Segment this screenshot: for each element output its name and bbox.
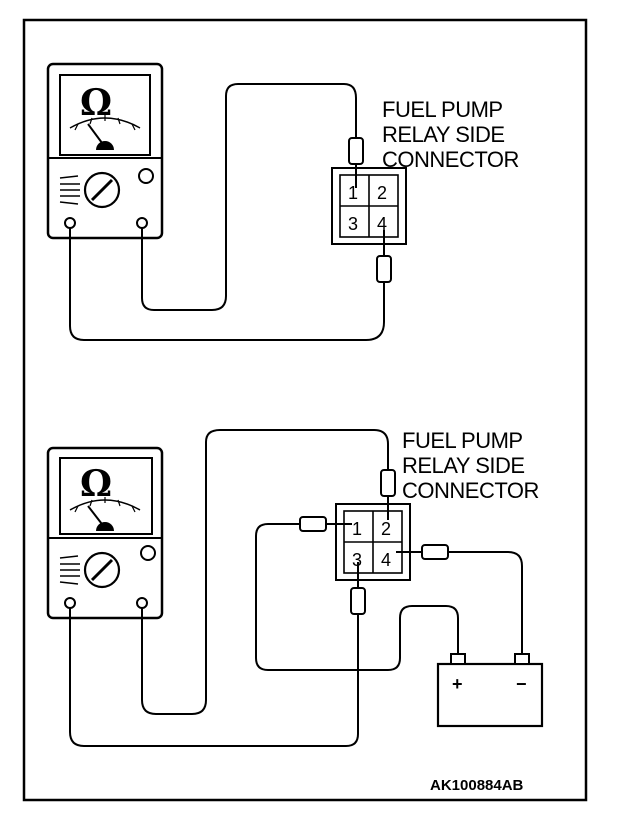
pin-2: 2 bbox=[377, 183, 387, 203]
range-scale-icon bbox=[59, 175, 80, 205]
pin-1: 1 bbox=[348, 183, 358, 203]
zero-adjust-knob bbox=[138, 168, 154, 184]
svg-text:CONNECTOR: CONNECTOR bbox=[382, 147, 519, 172]
probe-1 bbox=[348, 137, 364, 188]
battery-positive-sign: + bbox=[452, 674, 463, 694]
diagram-border bbox=[22, 18, 588, 802]
test-jack-2b bbox=[136, 597, 148, 609]
image-code: AK100884AB bbox=[430, 777, 524, 794]
probe-2 bbox=[376, 230, 392, 283]
svg-text:FUEL PUMP: FUEL PUMP bbox=[402, 428, 523, 453]
pin-3: 3 bbox=[348, 214, 358, 234]
test-jack-2a bbox=[64, 597, 76, 609]
svg-text:CONNECTOR: CONNECTOR bbox=[402, 478, 539, 503]
probe-pin-3 bbox=[350, 562, 366, 615]
ohm-symbol-icon: Ω bbox=[80, 463, 112, 505]
panel-1: Ω 1 2 3 4 bbox=[46, 62, 519, 341]
pin-1: 1 bbox=[352, 519, 362, 539]
test-lead-wires-2 bbox=[69, 429, 523, 747]
probe-pin-2 bbox=[380, 469, 396, 520]
battery-negative-terminal bbox=[514, 653, 530, 665]
pin-2: 2 bbox=[381, 519, 391, 539]
ohmmeter-1-display bbox=[59, 74, 151, 156]
probe-pin-4 bbox=[396, 544, 449, 560]
panel-2: Ω 1 2 3 4 bbox=[46, 428, 544, 747]
battery-positive-terminal bbox=[450, 653, 466, 665]
battery: + − bbox=[436, 653, 544, 728]
svg-text:RELAY SIDE: RELAY SIDE bbox=[402, 453, 525, 478]
ohm-symbol-icon: Ω bbox=[80, 82, 112, 124]
test-jack-1b bbox=[136, 217, 148, 229]
svg-text:RELAY SIDE: RELAY SIDE bbox=[382, 122, 505, 147]
pin-4: 4 bbox=[377, 214, 387, 234]
pin-4: 4 bbox=[381, 550, 391, 570]
test-jack-1a bbox=[64, 217, 76, 229]
probe-pin-1 bbox=[299, 516, 352, 532]
pin-3: 3 bbox=[352, 550, 362, 570]
ohmmeter-2-display bbox=[59, 457, 153, 535]
connector-label-1: FUEL PUMP RELAY SIDE CONNECTOR bbox=[382, 97, 519, 172]
range-scale-icon bbox=[59, 555, 80, 585]
zero-adjust-knob bbox=[140, 545, 156, 561]
ohmmeter-2: Ω bbox=[46, 446, 164, 620]
ohmmeter-1: Ω bbox=[46, 62, 164, 240]
connector-label-2: FUEL PUMP RELAY SIDE CONNECTOR bbox=[402, 428, 539, 503]
test-lead-wires-1 bbox=[69, 83, 385, 341]
connector-2: 1 2 3 4 bbox=[335, 503, 411, 581]
connector-1: 1 2 3 4 bbox=[331, 167, 407, 245]
svg-text:FUEL PUMP: FUEL PUMP bbox=[382, 97, 503, 122]
battery-negative-sign: − bbox=[516, 674, 527, 694]
